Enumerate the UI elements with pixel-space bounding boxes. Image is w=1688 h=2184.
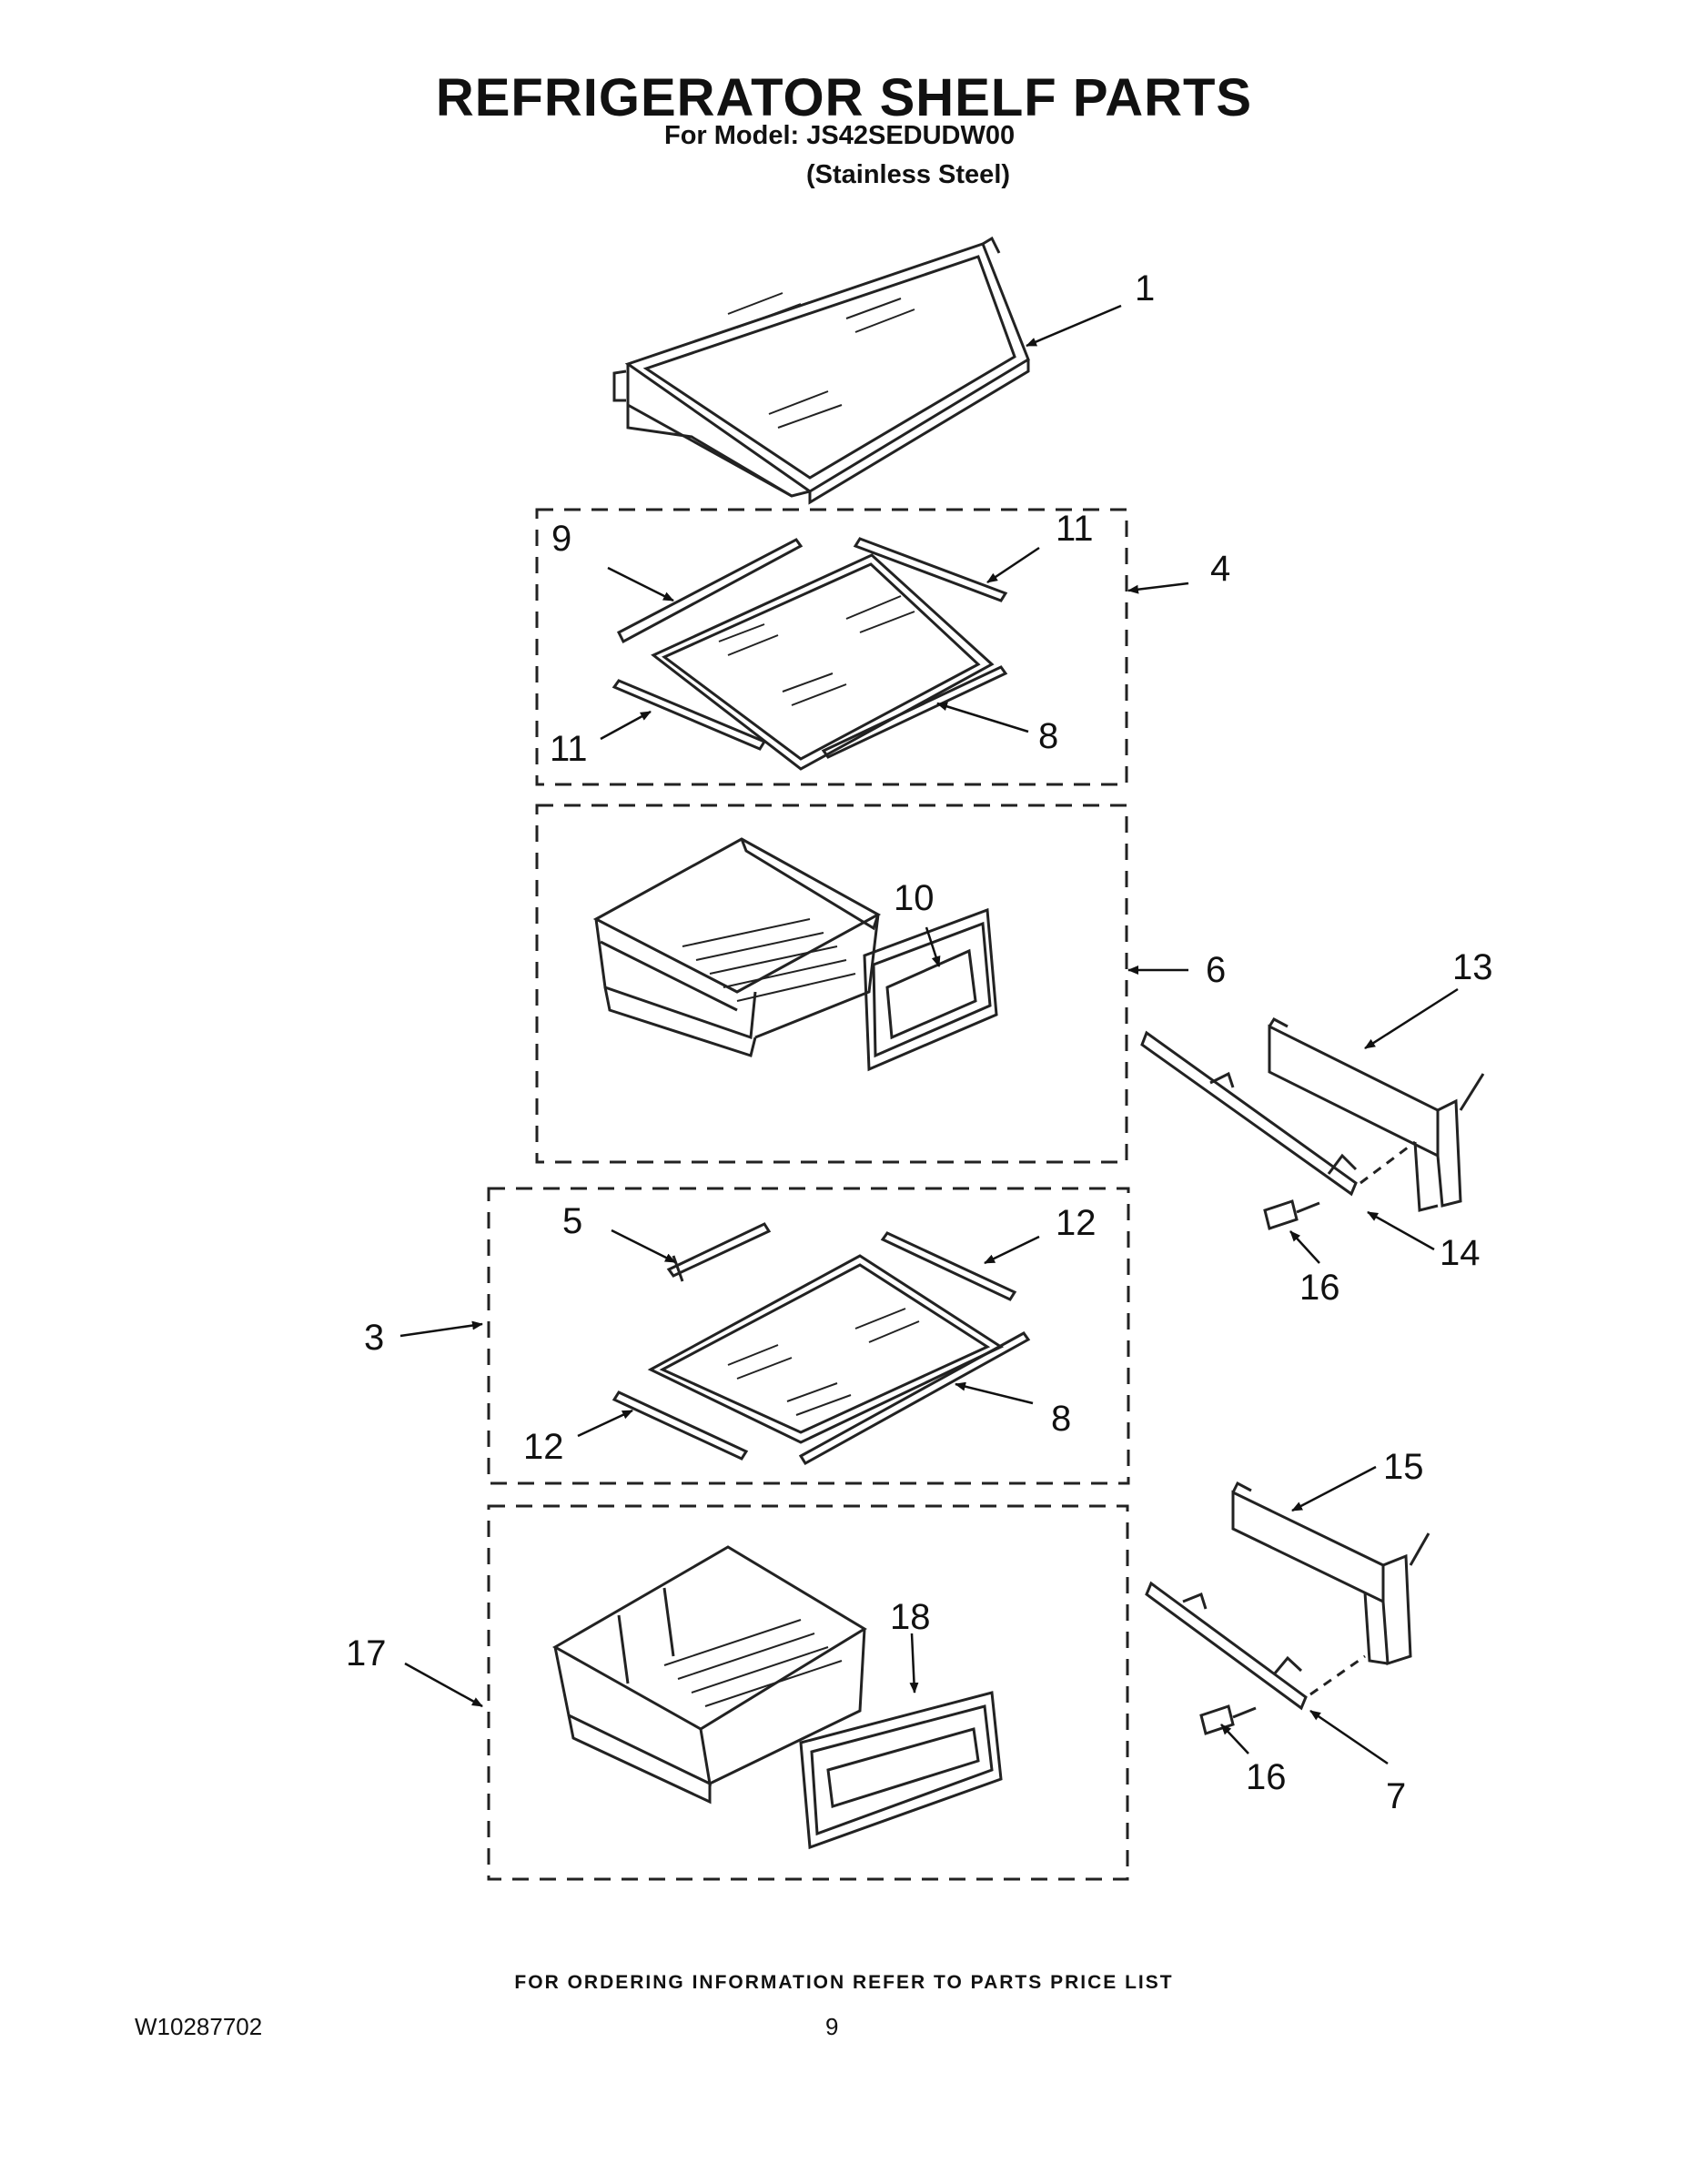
page-title: REFRIGERATOR SHELF PARTS <box>435 68 1253 127</box>
model-line: For Model: JS42SEDUDW00 <box>664 121 1016 150</box>
callout-11-bottom: 11 <box>550 729 588 769</box>
slide-rail-14 <box>1140 1030 1416 1197</box>
screw-16-upper <box>1263 1199 1320 1230</box>
assembly-box-3 <box>487 1187 1130 1485</box>
screw-16-lower <box>1199 1704 1257 1735</box>
callout-4: 4 <box>1210 549 1230 589</box>
callout-16-upper: 16 <box>1299 1268 1340 1308</box>
document-number: W10287702 <box>135 2013 263 2040</box>
variant-line: (Stainless Steel) <box>806 160 1011 189</box>
callout-3: 3 <box>364 1318 384 1358</box>
callout-12-bottom: 12 <box>523 1427 564 1467</box>
callout-8-bottom: 8 <box>1051 1399 1071 1439</box>
slide-cover-13 <box>1268 1017 1485 1212</box>
callout-13: 13 <box>1452 947 1493 987</box>
callout-12-top: 12 <box>1056 1203 1097 1243</box>
slide-cover-15 <box>1231 1481 1430 1666</box>
assembly-box-17 <box>487 1504 1129 1881</box>
assembly-box-4 <box>535 508 1128 786</box>
callout-1: 1 <box>1135 268 1155 308</box>
callout-7: 7 <box>1386 1776 1406 1816</box>
deli-drawer-17 <box>551 1545 1003 1850</box>
callout-18: 18 <box>890 1597 931 1637</box>
glass-shelf-4 <box>612 537 1008 771</box>
assembly-box-6 <box>535 804 1128 1164</box>
top-shelf-assembly <box>612 236 1030 505</box>
crisper-drawer-6 <box>592 837 998 1072</box>
leader-arrows <box>399 304 1459 1765</box>
callout-8-top: 8 <box>1038 716 1058 756</box>
callout-15: 15 <box>1383 1447 1424 1487</box>
slide-rail-7 <box>1145 1581 1366 1711</box>
page-number: 9 <box>825 2013 839 2040</box>
callout-14: 14 <box>1440 1233 1481 1273</box>
callout-17: 17 <box>346 1633 387 1673</box>
callout-10: 10 <box>894 878 935 918</box>
callout-11-top: 11 <box>1056 509 1094 549</box>
ordering-note: FOR ORDERING INFORMATION REFER TO PARTS … <box>514 1972 1174 1993</box>
callout-9: 9 <box>551 519 571 559</box>
glass-shelf-3 <box>612 1222 1031 1466</box>
callout-6: 6 <box>1206 950 1226 990</box>
callout-5: 5 <box>562 1201 582 1241</box>
callout-16-lower: 16 <box>1246 1757 1287 1797</box>
